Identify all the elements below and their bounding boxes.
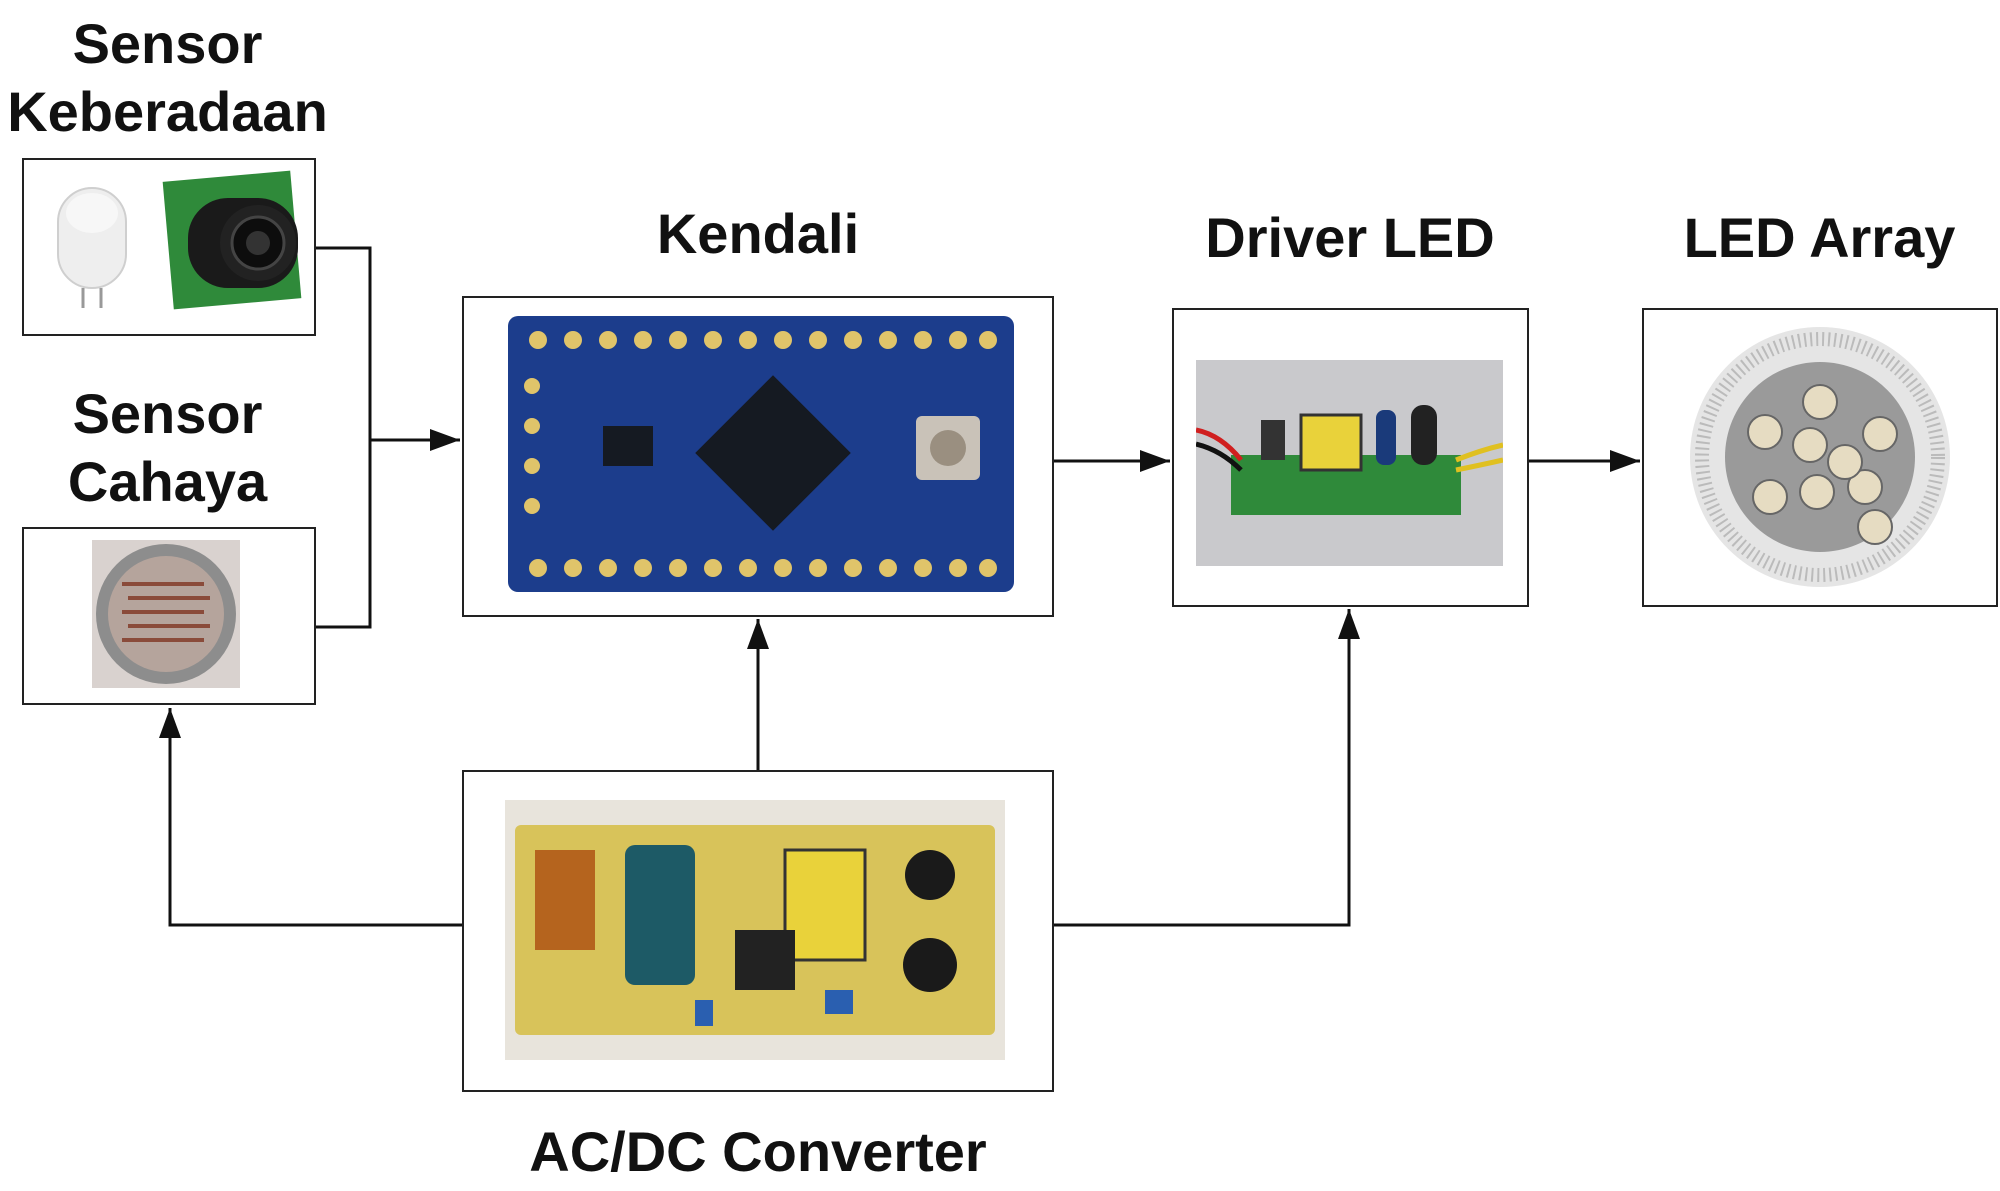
ldr-icon xyxy=(92,540,240,688)
controller-label: Kendali xyxy=(656,202,860,265)
driver-image xyxy=(1196,360,1503,566)
wire-converter-to-sensor xyxy=(159,708,462,927)
sensor-light-line1: Sensor xyxy=(72,382,263,445)
pir-sensor-icon xyxy=(57,187,127,308)
sensor-light-line2: Cahaya xyxy=(67,450,268,513)
sensor-light-label: Sensor Cahaya xyxy=(0,380,335,516)
driver-label: Driver LED xyxy=(1205,206,1495,269)
wire-light-to-bus xyxy=(316,440,372,629)
sensor-presence-label: Sensor Keberadaan xyxy=(0,10,335,146)
wire-converter-to-driver xyxy=(1054,609,1360,927)
led-driver-board-icon xyxy=(1196,360,1503,566)
wire-presence-to-bus xyxy=(316,246,372,440)
led-array-image xyxy=(1690,327,1950,587)
power-supply-board-icon xyxy=(505,800,1005,1060)
converter-image xyxy=(505,800,1005,1060)
presence-sensor-image xyxy=(57,170,302,310)
light-sensor-image xyxy=(92,540,240,688)
sensor-presence-line2: Keberadaan xyxy=(7,80,328,143)
sensor-presence-line1: Sensor xyxy=(72,12,263,75)
ultrasonic-sensor-icon xyxy=(162,170,302,310)
controller-image xyxy=(508,316,1014,592)
led-lamp-icon xyxy=(1690,327,1950,587)
microcontroller-board-icon xyxy=(508,316,1014,592)
converter-label: AC/DC Converter xyxy=(529,1120,987,1183)
led-array-label: LED Array xyxy=(1683,206,1956,269)
